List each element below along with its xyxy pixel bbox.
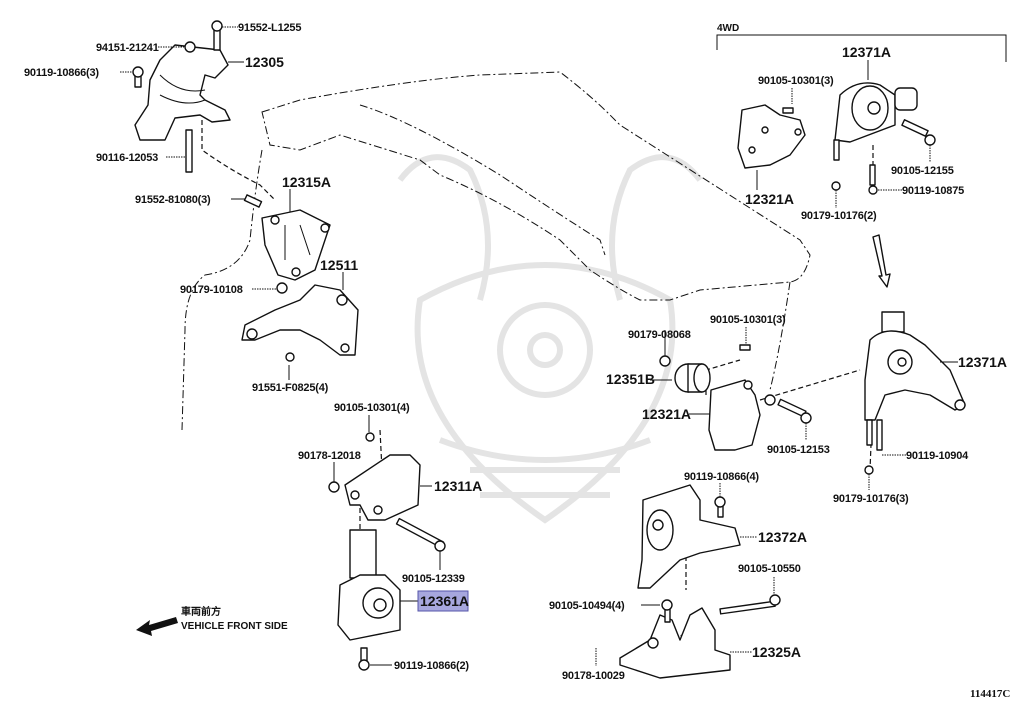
- hollow-down-arrow: [872, 234, 891, 288]
- part-12311A-drawing: [328, 432, 446, 552]
- label-90105-10494-4[interactable]: 90105-10494(4): [549, 600, 625, 612]
- label-12361A[interactable]: 12361A: [420, 593, 469, 609]
- part-12371A-lower-drawing: [864, 311, 966, 475]
- label-90119-10904[interactable]: 90119-10904: [906, 450, 969, 462]
- label-90179-10176-3[interactable]: 90179-10176(3): [833, 493, 909, 505]
- front-label-jp: 車両前方: [181, 605, 221, 618]
- label-90119-10866-4[interactable]: 90119-10866(4): [684, 471, 760, 483]
- label-90178-12018[interactable]: 90178-12018: [298, 450, 361, 462]
- label-90105-12153[interactable]: 90105-12153: [767, 444, 830, 456]
- part-12372A-drawing: [637, 484, 741, 589]
- part-12511-drawing: [241, 284, 359, 362]
- label-12351B[interactable]: 12351B: [606, 371, 655, 387]
- part-12315A-drawing: [243, 194, 331, 294]
- label-90119-10866-3[interactable]: 90119-10866(3): [24, 67, 100, 79]
- label-90105-12339[interactable]: 90105-12339: [402, 573, 465, 585]
- label-94151-21241[interactable]: 94151-21241: [96, 42, 159, 54]
- label-90119-10866-2[interactable]: 90119-10866(2): [394, 660, 470, 672]
- part-12351B-drawing: [659, 355, 711, 393]
- label-90105-10550[interactable]: 90105-10550: [738, 563, 801, 575]
- front-arrow-icon: [136, 617, 178, 636]
- highlight-box-12361A: [417, 590, 469, 612]
- label-90179-08068[interactable]: 90179-08068: [628, 329, 691, 341]
- label-12315A[interactable]: 12315A: [282, 174, 331, 190]
- label-12372A[interactable]: 12372A: [758, 529, 807, 545]
- label-90119-10875[interactable]: 90119-10875: [902, 185, 964, 197]
- part-12325A-drawing: [619, 594, 781, 679]
- label-12305[interactable]: 12305: [245, 54, 284, 70]
- label-90179-10108[interactable]: 90179-10108: [180, 284, 243, 296]
- label-90105-10301-4[interactable]: 90105-10301(4): [334, 402, 410, 414]
- label-12511[interactable]: 12511: [320, 257, 358, 273]
- label-4wd: 4WD: [717, 23, 739, 34]
- part-12361A-drawing: [337, 529, 401, 671]
- label-91552-81080-3[interactable]: 91552-81080(3): [135, 194, 211, 206]
- label-90178-10029[interactable]: 90178-10029: [562, 670, 625, 682]
- label-91552-L1255[interactable]: 91552-L1255: [238, 22, 302, 34]
- label-90105-10301-3-middle[interactable]: 90105-10301(3): [710, 314, 786, 326]
- part-12371A-upper-drawing: [831, 82, 936, 195]
- 4wd-group-bracket: [716, 34, 1007, 62]
- label-12325A[interactable]: 12325A: [752, 644, 801, 660]
- label-90116-12053[interactable]: 90116-12053: [96, 152, 158, 164]
- figure-code: 114417C: [970, 688, 1010, 700]
- label-12371A-lower[interactable]: 12371A: [958, 354, 1007, 370]
- part-12321A-upper-drawing: [737, 104, 806, 169]
- vehicle-front-indicator: 車両前方 VEHICLE FRONT SIDE: [136, 605, 288, 636]
- leader-lines: [120, 26, 958, 666]
- part-12321A-middle-drawing: [708, 344, 812, 451]
- label-12311A[interactable]: 12311A: [434, 478, 482, 494]
- watermark-emblem: [397, 154, 703, 524]
- label-12321A-upper[interactable]: 12321A: [745, 191, 794, 207]
- label-91551-F0825-4[interactable]: 91551-F0825(4): [252, 382, 329, 394]
- label-90105-10301-3-upper[interactable]: 90105-10301(3): [758, 75, 834, 87]
- label-90179-10176-2[interactable]: 90179-10176(2): [801, 210, 877, 222]
- label-12371A-upper[interactable]: 12371A: [842, 44, 891, 60]
- part-labels: 94151-21241 91552-L1255 12305 90119-1086…: [24, 22, 1007, 682]
- label-90105-12155[interactable]: 90105-12155: [891, 165, 954, 177]
- front-label-en: VEHICLE FRONT SIDE: [181, 621, 288, 632]
- engine-outline: [181, 71, 811, 431]
- part-12305-drawing: [132, 20, 231, 173]
- label-12321A-middle[interactable]: 12321A: [642, 406, 691, 422]
